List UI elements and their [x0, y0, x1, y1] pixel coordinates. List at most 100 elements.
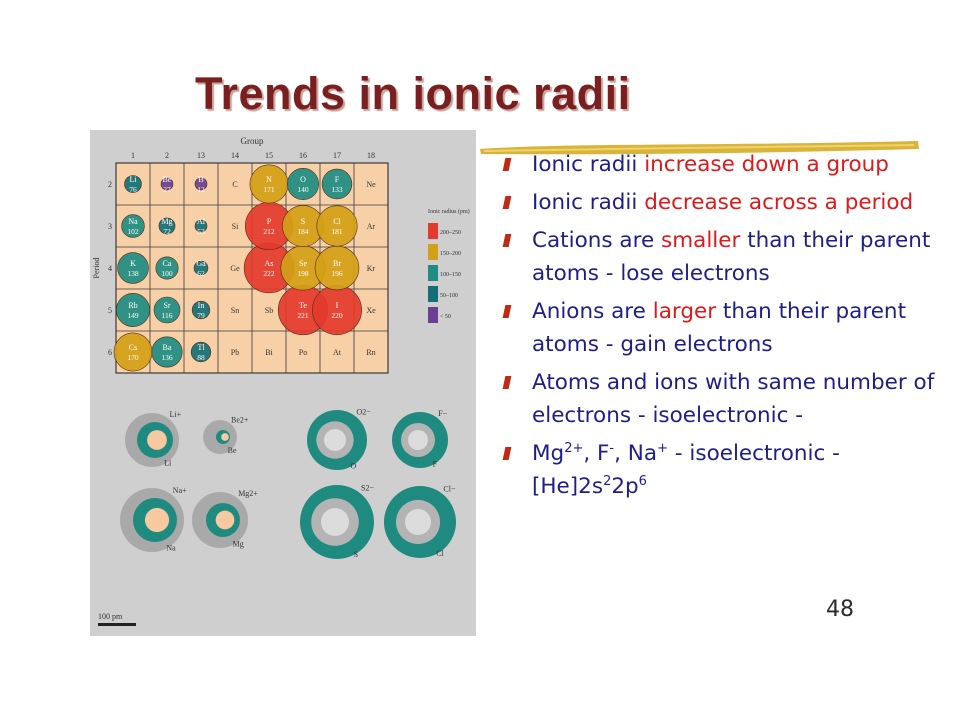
period-number: 6 [108, 348, 112, 357]
element-symbol: Cl [333, 217, 341, 226]
bullet-marker-icon [502, 376, 512, 389]
title-underline-stroke [480, 141, 919, 155]
ion-radius-circle [314, 245, 360, 291]
ion-core [221, 433, 229, 441]
element-symbol: Cs [129, 343, 137, 352]
element-symbol: Mg [161, 217, 172, 226]
group-number: 13 [197, 151, 205, 160]
ion-size-comparison: Li+LiBe2+BeO2−OF−FNa+NaMg2+MgS2−SCl−Cl10… [90, 385, 476, 636]
ionic-radius-value: 212 [263, 227, 275, 236]
bullet-marker-icon [502, 447, 512, 460]
ionic-radius-value: 62 [197, 269, 205, 278]
ionic-radius-value: 88 [197, 353, 205, 362]
bullet-text: Cations are [532, 228, 662, 253]
highlighted-text: decrease across a period [644, 190, 914, 215]
ion-core [147, 430, 167, 450]
bullet-text: than their parent atoms - gain electrons [532, 299, 906, 357]
atom-ion-pair: Li+Li [125, 410, 182, 468]
ion-radius-circle [194, 177, 208, 191]
atom-label: Cl [436, 549, 444, 558]
superscript-text: - [609, 441, 615, 456]
element-symbol: O [300, 175, 306, 184]
ion-radius-circle [158, 217, 176, 235]
group-number: 17 [333, 151, 341, 160]
bullet-item: Ionic radii decrease across a period [502, 186, 952, 219]
atom-ion-pair: F−F [392, 409, 448, 469]
atom-label: Mg [233, 540, 244, 549]
element-symbol: B [198, 175, 203, 184]
legend-title: Ionic radius (pm) [428, 208, 470, 215]
superscript-text: 2 [603, 474, 612, 489]
ion-radius-circle [321, 168, 353, 200]
ionic-radius-value: 12 [197, 185, 205, 194]
element-symbol: Rn [366, 348, 375, 357]
element-symbol: F [335, 175, 340, 184]
ionic-radius-value: 100 [161, 269, 173, 278]
ion-label: F− [438, 409, 447, 418]
bullet-item: Anions are larger than their parent atom… [502, 295, 952, 361]
ion-radius-circle [190, 341, 212, 363]
ionic-radius-value: 140 [297, 185, 309, 194]
element-symbol: Si [232, 222, 239, 231]
ion-radius-circle [116, 293, 150, 327]
legend-swatch [428, 244, 438, 260]
element-symbol: Kr [367, 264, 376, 273]
ionic-radius-value: 196 [331, 269, 343, 278]
ion-radius-circle [191, 300, 211, 320]
ion-core [144, 507, 170, 533]
ion-radius-circle [117, 252, 149, 284]
ionic-radius-value: 170 [127, 353, 139, 362]
ionic-radius-value: 149 [127, 311, 139, 320]
ionic-radius-value: 72 [163, 227, 171, 236]
element-symbol: Ge [230, 264, 240, 273]
bullet-text: , F [583, 441, 610, 466]
period-number: 4 [108, 264, 112, 273]
element-symbol: Be [163, 175, 172, 184]
ionic-radius-value: 220 [331, 311, 343, 320]
element-symbol: Po [299, 348, 307, 357]
element-symbol: Sr [163, 301, 170, 310]
element-symbol: Se [299, 259, 307, 268]
legend-label: 150–200 [440, 251, 461, 257]
atom-label: Be [228, 446, 237, 455]
slide-title: Trends in ionic radii [195, 68, 631, 119]
ion-radius-circle [287, 168, 319, 200]
atom-ion-pair: S2−S [300, 484, 374, 559]
period-number: 5 [108, 306, 112, 315]
element-symbol: Li [129, 175, 137, 184]
element-symbol: Ar [367, 222, 376, 231]
element-symbol: Br [333, 259, 341, 268]
ion-radius-circle [121, 214, 145, 238]
bullet-text: than their parent atoms - lose electrons [532, 228, 931, 286]
ionic-radius-value: 79 [197, 311, 205, 320]
highlighted-text: smaller [661, 228, 741, 253]
superscript-text: + [657, 441, 668, 456]
ion-radius-circle [153, 296, 181, 324]
period-axis-label: Period [92, 258, 101, 279]
element-symbol: In [198, 301, 205, 310]
element-symbol: Na [128, 217, 138, 226]
ion-label: Na+ [173, 486, 187, 495]
ionic-radius-value: 76 [129, 185, 137, 194]
ion-radius-circle [193, 260, 209, 276]
bullet-text: Atoms and ions with same number of elect… [532, 370, 935, 428]
element-symbol: Ba [163, 343, 172, 352]
ion-label: Li+ [170, 410, 182, 419]
atom-ion-pair: Na+Na [120, 486, 187, 552]
atom-ion-pair: Be2+Be [203, 416, 249, 455]
bullet-text: , Na [614, 441, 658, 466]
highlighted-text: increase down a group [644, 152, 889, 177]
ion-label: O2− [357, 408, 372, 417]
element-symbol: Sb [265, 306, 273, 315]
ionic-radius-value: 184 [297, 227, 309, 236]
ion-label: Mg2+ [238, 489, 258, 498]
legend-label: 100–150 [440, 272, 461, 278]
legend-label: < 50 [440, 314, 451, 320]
bullet-text: Ionic radii [532, 190, 645, 215]
ionic-radius-value: 198 [297, 269, 309, 278]
element-symbol: Xe [366, 306, 376, 315]
atom-core [405, 509, 431, 535]
ionic-radius-value: 116 [162, 311, 173, 320]
